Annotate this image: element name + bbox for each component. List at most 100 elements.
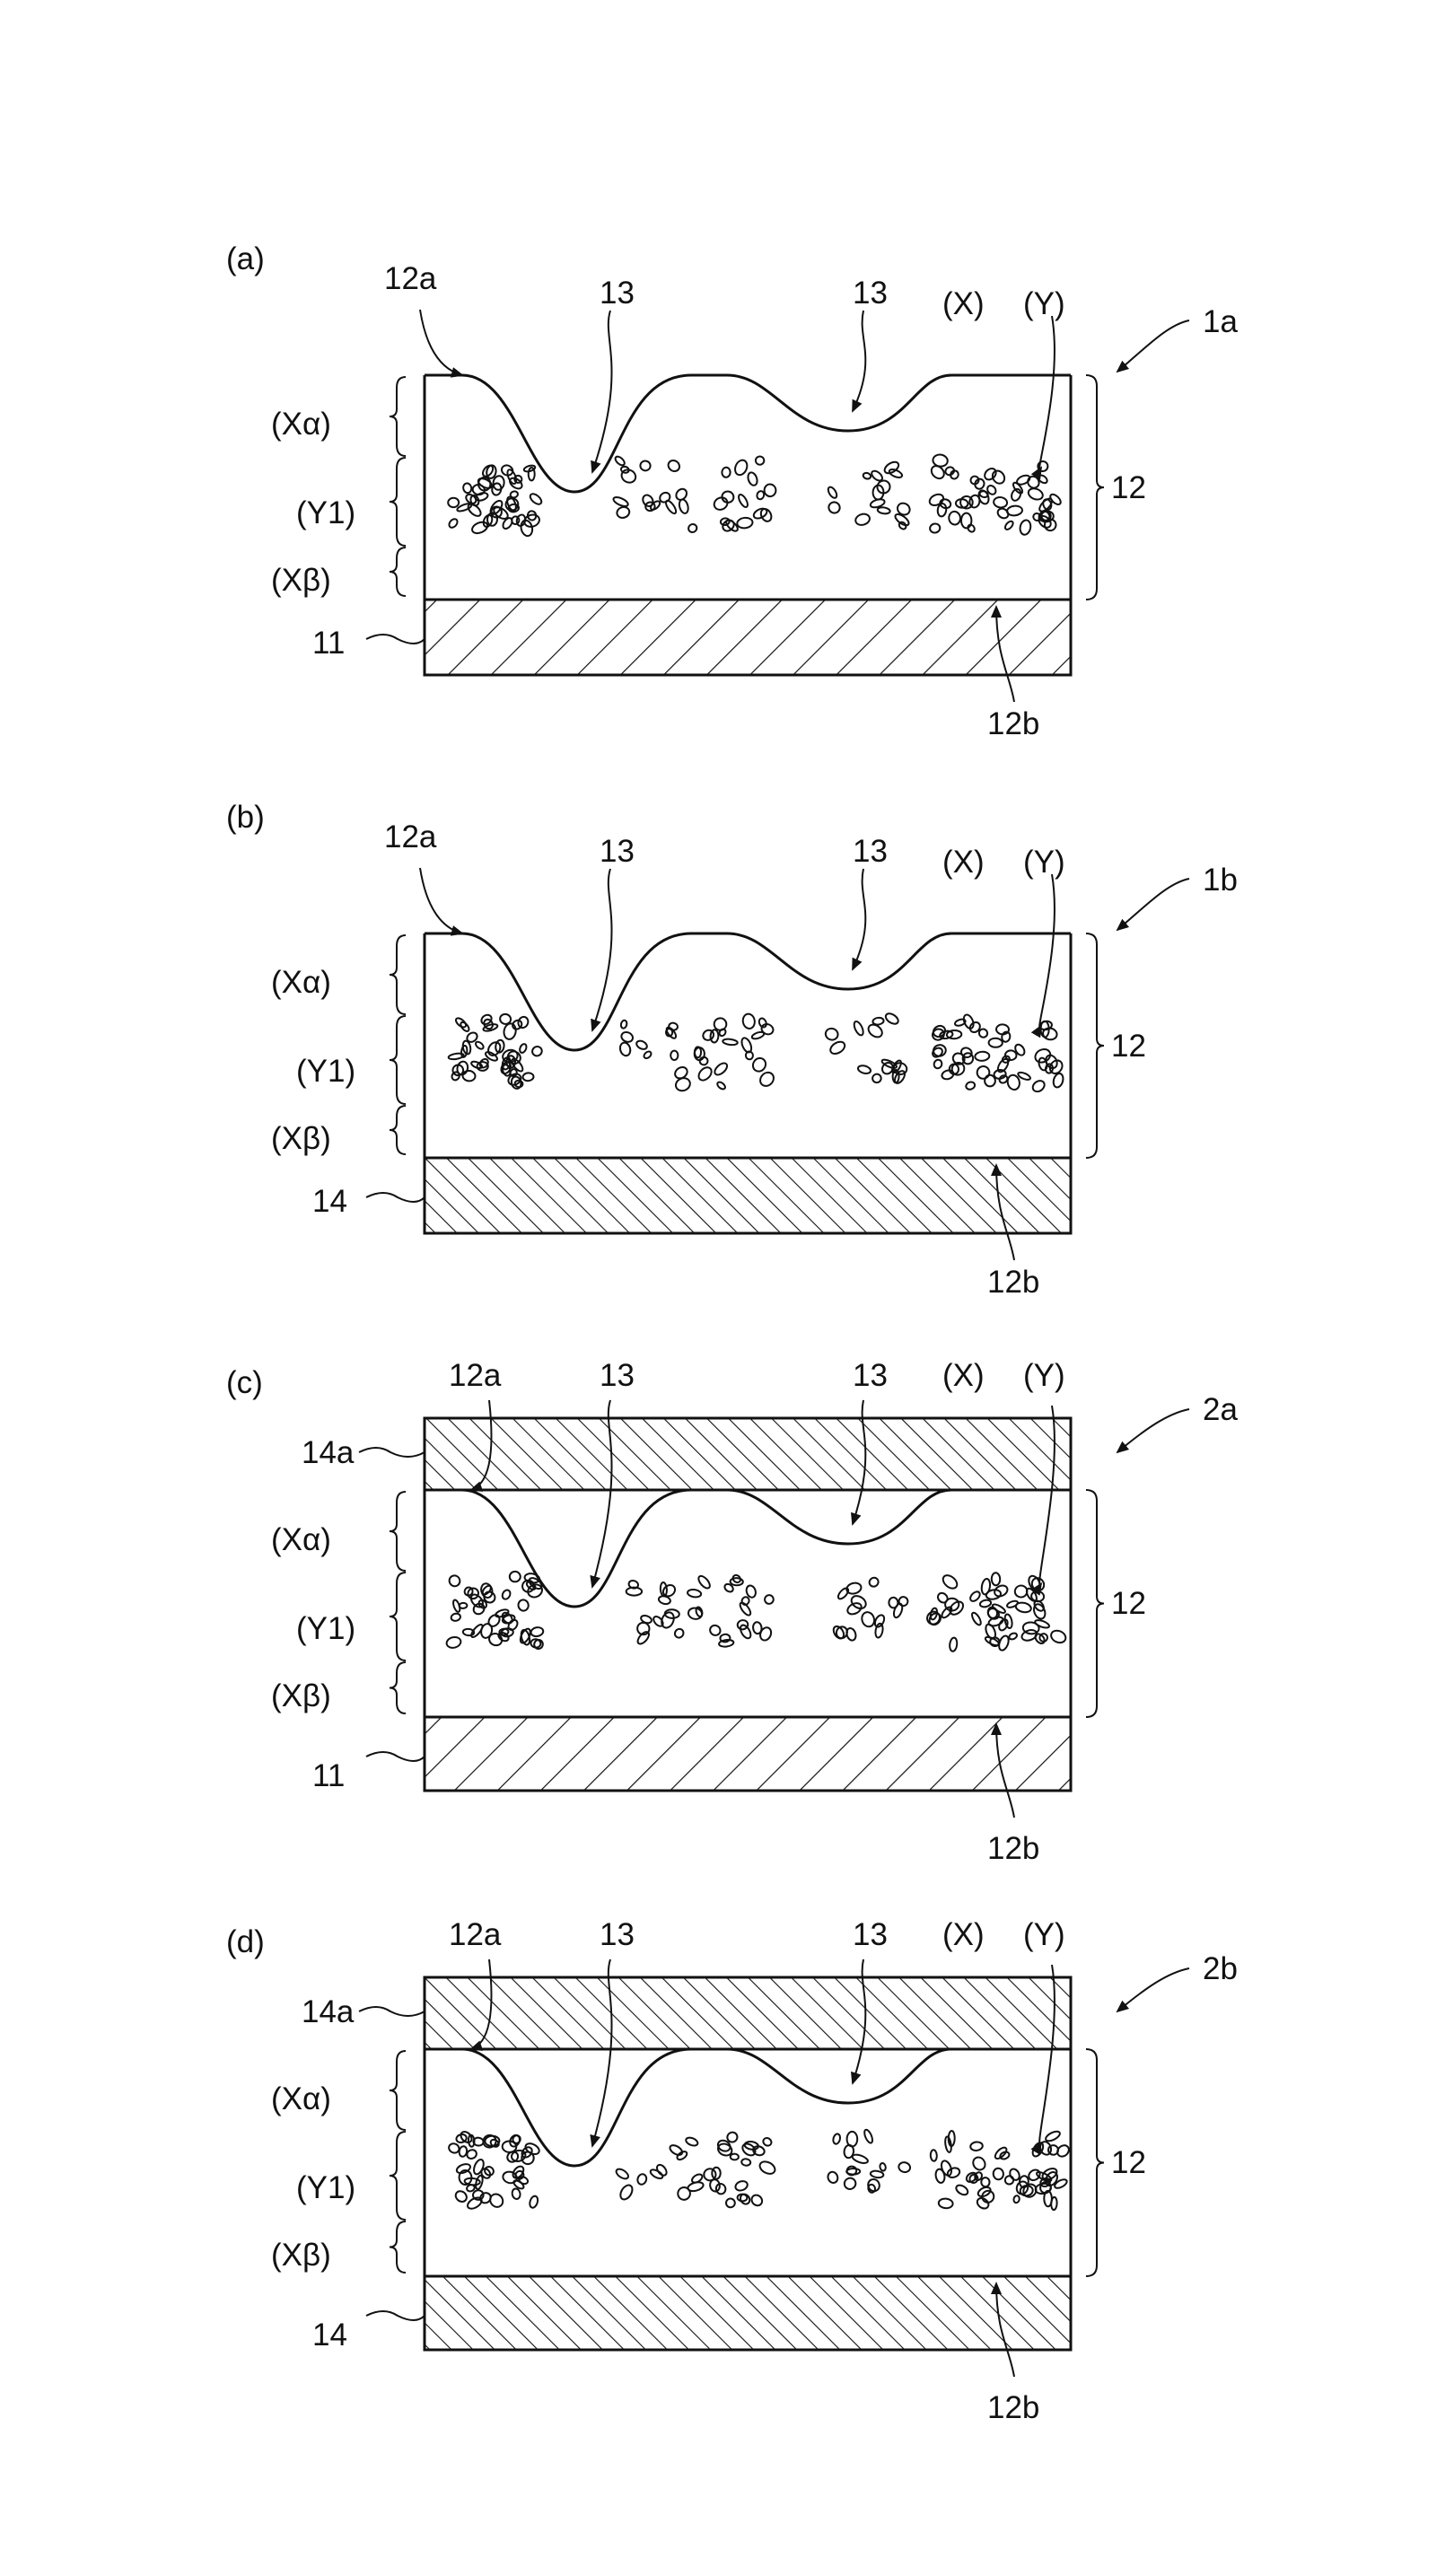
y-component-arrow	[1039, 874, 1055, 1028]
top-sheet-14a	[425, 1977, 1071, 2049]
surface-12a-arrow	[420, 310, 462, 375]
particle	[828, 1039, 847, 1056]
x-alpha-label: (Xα)	[271, 1522, 331, 1557]
particle	[847, 2132, 858, 2147]
layer-label-12: 12	[1111, 470, 1146, 505]
particle	[506, 1618, 519, 1632]
particle	[898, 1597, 908, 1607]
figure-ref-arrow	[1117, 320, 1189, 372]
particle	[722, 468, 731, 478]
particle	[756, 456, 765, 465]
particle	[674, 486, 688, 502]
particle	[737, 517, 753, 529]
particle	[669, 1022, 679, 1030]
surface-label-12a: 12a	[384, 261, 437, 296]
particle	[688, 1589, 702, 1598]
particle	[664, 499, 678, 515]
particle	[976, 2196, 991, 2211]
particle	[827, 2170, 839, 2184]
brace-x-alpha	[390, 2051, 406, 2130]
bottom-sheet-label: 14	[312, 1184, 347, 1219]
panel-label: (d)	[226, 1924, 265, 1959]
interface-label-12b: 12b	[987, 2390, 1039, 2425]
particle	[970, 1611, 983, 1626]
y1-label: (Y1)	[296, 495, 355, 530]
bracket-layer-12	[1086, 933, 1104, 1158]
particle	[975, 1051, 990, 1061]
x-beta-label: (Xβ)	[271, 2238, 331, 2273]
particle	[696, 1065, 714, 1082]
particle	[695, 1607, 703, 1617]
particle	[979, 1599, 992, 1608]
particle	[863, 2129, 873, 2144]
particle	[616, 505, 631, 520]
particle	[517, 1015, 530, 1030]
bottom-sheet	[425, 2276, 1071, 2350]
figure-ref-label: 2b	[1203, 1951, 1238, 1986]
surface-label-12a: 12a	[449, 1358, 502, 1393]
particle	[750, 1056, 768, 1073]
particle	[877, 506, 890, 514]
particle	[997, 1618, 1009, 1632]
bottom-sheet-leader	[366, 1752, 425, 1761]
figure-ref-label: 1a	[1203, 304, 1238, 339]
particle	[939, 498, 951, 510]
particle	[845, 1601, 863, 1617]
particle	[1042, 1027, 1058, 1041]
figure-ref-arrow	[1117, 1409, 1189, 1452]
panel-label: (b)	[226, 800, 265, 835]
particle	[993, 2168, 1004, 2180]
particle	[970, 476, 980, 485]
particle	[983, 467, 998, 482]
bracket-layer-12	[1086, 2049, 1104, 2276]
particle	[655, 2163, 669, 2177]
particle	[666, 459, 681, 474]
particle	[503, 1022, 517, 1040]
brace-y1	[390, 458, 406, 546]
particle	[758, 1070, 776, 1089]
particle	[938, 2198, 953, 2209]
recess-label-2: 13	[853, 276, 888, 311]
particle	[530, 1638, 542, 1648]
y-component-label: (Y)	[1023, 1917, 1065, 1952]
particle	[505, 469, 518, 486]
particle	[695, 1047, 705, 1060]
particle	[696, 1574, 712, 1590]
particle	[615, 2167, 630, 2180]
layer-label-12: 12	[1111, 2145, 1146, 2180]
panel-d: (d) 12a 13 13 (X) (Y) 2b 12 (Xα) (Y1) (X…	[226, 1917, 1238, 2425]
bottom-sheet-label: 14	[312, 2318, 347, 2353]
particle	[486, 1613, 502, 1628]
particle	[714, 1018, 727, 1030]
x-beta-label: (Xβ)	[271, 1121, 331, 1156]
particle	[512, 2188, 521, 2200]
particle	[941, 1573, 959, 1590]
particle	[762, 2136, 773, 2147]
top-sheet-leader	[359, 2007, 425, 2016]
brace-x-alpha	[390, 935, 406, 1014]
particle	[993, 496, 1007, 508]
recess-label-2: 13	[853, 1358, 888, 1393]
particle	[462, 1070, 476, 1082]
particle	[846, 2169, 860, 2175]
particle	[944, 466, 955, 477]
particle	[965, 1081, 976, 1091]
particle	[1012, 481, 1024, 495]
particle	[529, 2195, 539, 2209]
y-component-label: (Y)	[1023, 286, 1065, 321]
particle	[962, 1013, 976, 1030]
x-component-label: (X)	[942, 286, 985, 321]
particle	[981, 2177, 989, 2186]
particle	[1019, 519, 1032, 535]
interface-label-12b: 12b	[987, 1831, 1039, 1866]
particle	[1013, 2195, 1020, 2204]
particle	[961, 513, 971, 529]
panel-label: (c)	[226, 1365, 263, 1400]
particle	[472, 2159, 486, 2176]
x-alpha-label: (Xα)	[271, 2081, 331, 2116]
particle	[715, 2183, 727, 2195]
particle	[620, 1030, 635, 1044]
particle	[737, 2194, 747, 2202]
particle	[1030, 2141, 1045, 2158]
